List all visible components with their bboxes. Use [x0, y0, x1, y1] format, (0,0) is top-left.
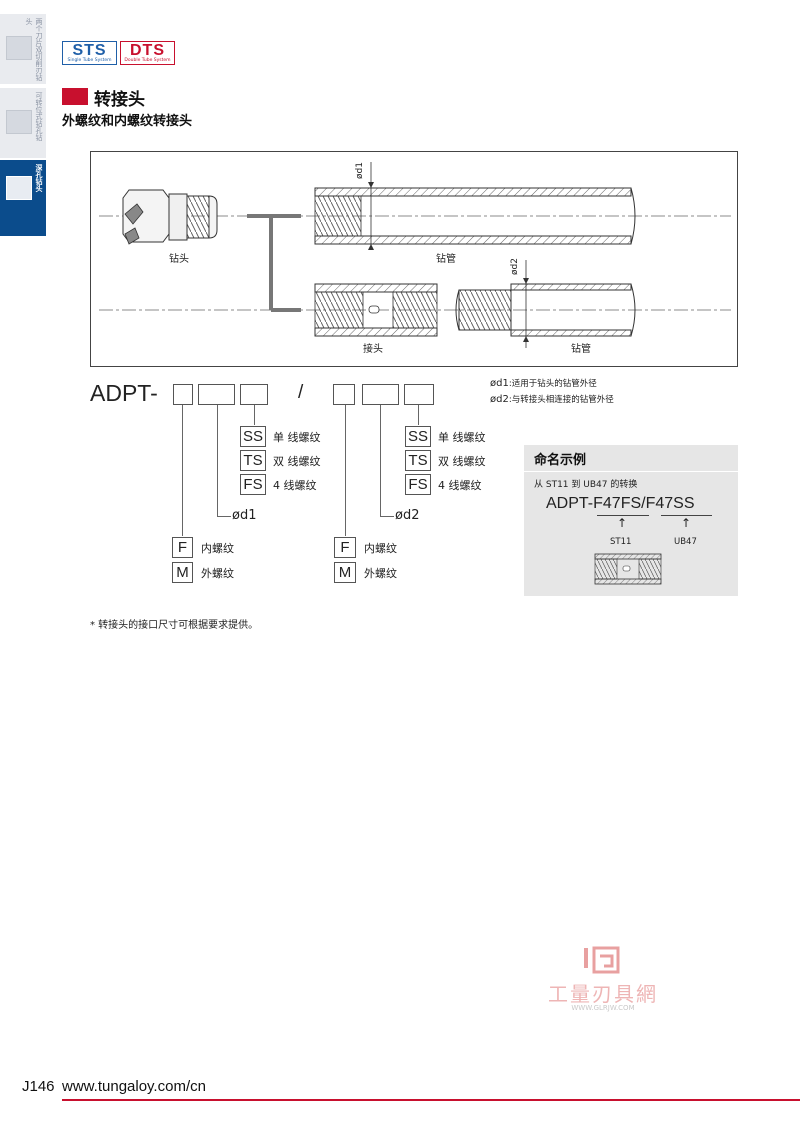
arrow-up-icon: ↑: [617, 516, 628, 530]
page-title: 转接头: [94, 90, 145, 110]
footer-page-number: J146: [22, 1078, 55, 1095]
code-box-thread-2: [404, 384, 434, 405]
code-separator: /: [298, 382, 304, 403]
watermark-url: WWW.GLRJW.COM: [571, 1004, 635, 1012]
sts-logo-subtitle: Single Tube System: [67, 58, 112, 63]
note-key: ød1: [490, 378, 509, 389]
sidebar-tab-indexable-drill[interactable]: 可转位式钻孔钻: [0, 88, 46, 158]
leader-line: [418, 405, 419, 425]
tab-thumbnail-icon: [6, 36, 32, 60]
gender-option-code: F: [172, 537, 193, 558]
gender-option-code: M: [172, 562, 193, 583]
page-subtitle: 外螺纹和内螺纹转接头: [62, 114, 193, 129]
footer-url[interactable]: www.tungaloy.com/cn: [62, 1078, 206, 1095]
gender-option-code: M: [334, 562, 356, 583]
code-note-d1: ød1:适用于钻头的钻管外径: [490, 377, 597, 389]
example-underline-right: [661, 515, 712, 516]
sidebar-tab-two-edge-drill[interactable]: 两个刀片双切削刃钻头: [0, 14, 46, 84]
leader-line: [217, 405, 218, 517]
code-box-gender-1: [173, 384, 193, 405]
thread-option-code: TS: [240, 450, 266, 471]
footer-rule: [62, 1099, 800, 1101]
code-box-d2: [362, 384, 399, 405]
sidebar-tab-deep-hole-drill[interactable]: 深孔钻头: [0, 160, 46, 236]
thread-option-label: 4 线螺纹: [438, 479, 482, 492]
d1-dimension-label: ød1: [355, 162, 365, 179]
thread-option-code: FS: [405, 474, 431, 495]
sts-logo: STS Single Tube System: [62, 41, 117, 65]
example-adapter-drawing: [594, 553, 662, 585]
watermark-logo-icon: [584, 946, 620, 974]
drill-head-drawing: [122, 189, 218, 245]
code-box-thread-1: [240, 384, 268, 405]
sidebar-tab-label: 可转位式钻孔钻: [35, 92, 43, 141]
assembly-diagram-svg: [99, 162, 731, 348]
code-box-gender-2: [333, 384, 355, 405]
dts-logo: DTS Double Tube System: [120, 41, 175, 65]
leader-line: [380, 516, 394, 517]
top-drill-tube-drawing: [314, 162, 636, 250]
d2-dimension-label: ød2: [510, 258, 520, 275]
leader-line: [254, 405, 255, 425]
sidebar-tab-label: 深孔钻头: [35, 164, 43, 192]
gender-option-label: 外螺纹: [201, 567, 234, 580]
dts-logo-title: DTS: [130, 42, 165, 59]
thread-option-label: 双 线螺纹: [438, 455, 486, 468]
example-code-separator: /: [641, 495, 646, 512]
sts-logo-title: STS: [72, 42, 107, 59]
watermark-title: 工量刃具網: [548, 982, 658, 1006]
d2-code-label: ød2: [395, 508, 420, 523]
thread-option-label: 双 线螺纹: [273, 455, 321, 468]
assembly-diagram: 钻头 钻管 接头 钻管 ød1 ød2: [90, 151, 738, 367]
naming-example-panel: 命名示例 从 ST11 到 UB47 的转换 ADPT-F47FS/F47SS …: [524, 445, 738, 596]
tab-thumbnail-icon: [6, 110, 32, 134]
gender-option-label: 外螺纹: [364, 567, 397, 580]
example-title: 命名示例: [534, 453, 587, 468]
note-text: :与转接头相连接的钻管外径: [508, 395, 614, 405]
example-arrow-left-label: ST11: [610, 537, 632, 547]
bottom-drill-tube-drawing: [455, 260, 636, 348]
gender-option-label: 内螺纹: [364, 542, 397, 555]
gender-option-label: 内螺纹: [201, 542, 234, 555]
thread-option-code: FS: [240, 474, 266, 495]
leader-line: [380, 405, 381, 517]
d1-code-label: ød1: [232, 508, 257, 523]
example-arrow-right-label: UB47: [674, 537, 697, 547]
title-marker: [62, 88, 88, 105]
leader-line: [182, 405, 183, 536]
leader-line: [217, 516, 231, 517]
thread-option-code: SS: [405, 426, 431, 447]
watermark: 工量刃具網 WWW.GLRJW.COM: [538, 946, 668, 1016]
example-code: ADPT-F47FS/F47SS: [546, 495, 695, 513]
thread-option-code: TS: [405, 450, 431, 471]
note-text: :适用于钻头的钻管外径: [508, 379, 597, 389]
example-code-right: F47SS: [645, 495, 695, 512]
top-drill-tube-label: 钻管: [436, 254, 456, 265]
bottom-drill-tube-label: 钻管: [571, 344, 591, 355]
example-code-left: ADPT-F47FS: [546, 495, 642, 512]
dts-logo-subtitle: Double Tube System: [124, 58, 171, 63]
example-divider: [524, 471, 738, 472]
tab-thumbnail-icon: [6, 176, 32, 200]
thread-option-label: 单 线螺纹: [438, 431, 486, 444]
code-note-d2: ød2:与转接头相连接的钻管外径: [490, 393, 614, 405]
sidebar-tab-label: 两个刀片双切削刃钻头: [25, 18, 43, 81]
note-key: ød2: [490, 394, 509, 405]
code-box-d1: [198, 384, 235, 405]
adapter-label: 接头: [363, 344, 383, 355]
drill-head-label: 钻头: [169, 254, 189, 265]
thread-option-label: 4 线螺纹: [273, 479, 317, 492]
footnote: * 转接头的接口尺寸可根据要求提供。: [90, 620, 259, 631]
thread-option-label: 单 线螺纹: [273, 431, 321, 444]
arrow-up-icon: ↑: [681, 516, 692, 530]
example-underline-left: [597, 515, 649, 516]
adapter-drawing: [314, 283, 438, 337]
connector-bracket: [247, 214, 301, 312]
example-description: 从 ST11 到 UB47 的转换: [534, 480, 638, 490]
leader-line: [345, 405, 346, 536]
code-prefix: ADPT-: [90, 380, 158, 406]
thread-option-code: SS: [240, 426, 266, 447]
gender-option-code: F: [334, 537, 356, 558]
